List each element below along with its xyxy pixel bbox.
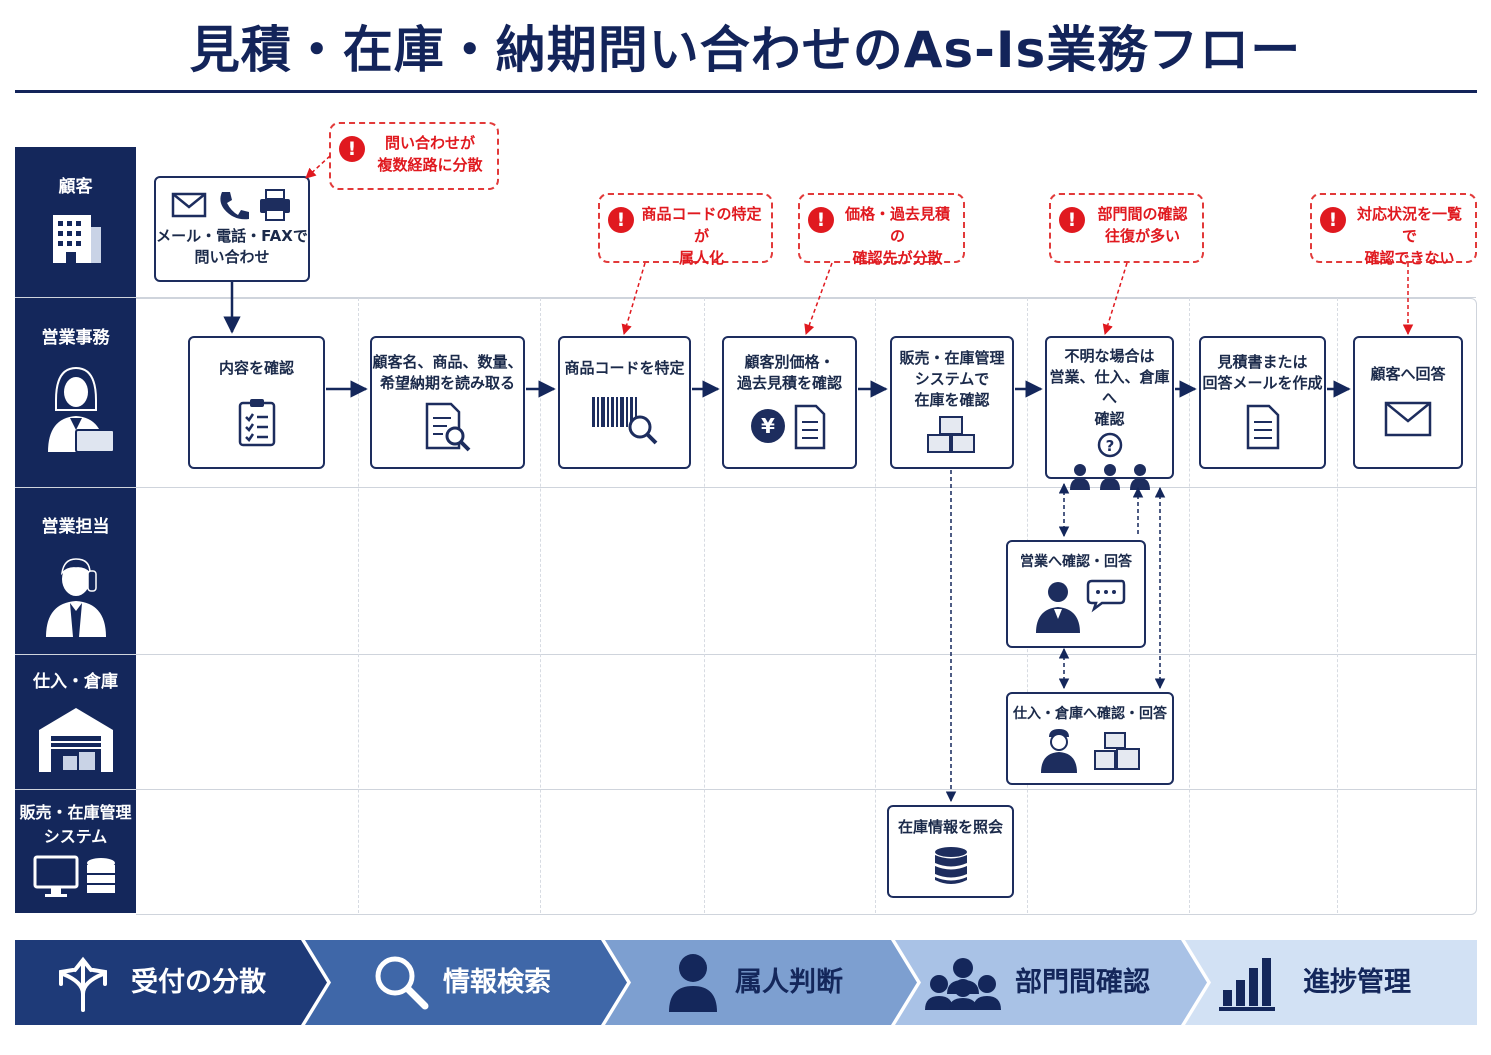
step-label: 営業へ確認・回答 — [1020, 554, 1132, 570]
step-stock-query: 在庫情報を照会 — [887, 805, 1014, 898]
warehouse-icon — [38, 708, 113, 772]
barcode-search-icon — [591, 397, 657, 445]
clipboard-checklist-icon — [238, 399, 275, 447]
lane-sales-admin: 営業事務 — [15, 298, 136, 487]
document-icon — [1246, 404, 1279, 450]
contact-channels-icon — [171, 189, 290, 221]
lane-system: 販売・在庫管理 システム — [15, 789, 136, 913]
column-guide — [875, 298, 876, 913]
lane-warehouse: 仕入・倉庫 — [15, 654, 136, 789]
swimlane-sidebar — [15, 147, 136, 913]
issue-text: 価格・過去見積の 確認先が分散 — [844, 205, 950, 267]
step-label: 販売・在庫管理 システムで 在庫を確認 — [899, 349, 1005, 409]
step-identify-code: 商品コードを特定 — [558, 336, 691, 469]
alert-icon: ! — [808, 207, 834, 233]
step-label: 仕入・倉庫へ確認・回答 — [1013, 706, 1167, 722]
issue-callout: ! 部門間の確認 往復が多い — [1049, 193, 1204, 263]
lane-label: 仕入・倉庫 — [33, 672, 118, 692]
column-guide — [704, 298, 705, 913]
building-icon — [52, 215, 101, 263]
column-guide — [1189, 298, 1190, 913]
alert-icon: ! — [1320, 207, 1346, 233]
issue-category-band: 受付の分散 情報検索 属人判断 部門間確認 進捗管理 — [15, 940, 1477, 1025]
issue-pointer — [1102, 262, 1128, 336]
lane-label: 顧客 — [58, 177, 93, 197]
swimlane-grid — [136, 298, 1477, 915]
issue-callout: ! 問い合わせが 複数経路に分散 — [329, 122, 499, 190]
lane-label: 営業担当 — [41, 517, 110, 537]
issue-callout: ! 価格・過去見積の 確認先が分散 — [798, 193, 965, 267]
category-label: 属人判断 — [735, 967, 843, 998]
step-warehouse-confirm: 仕入・倉庫へ確認・回答 — [1006, 692, 1174, 785]
title-divider — [15, 90, 1477, 93]
step-label: 見積書または 回答メールを作成 — [1202, 353, 1323, 392]
page-title: 見積・在庫・納期問い合わせのAs-Is業務フロー — [189, 21, 1302, 79]
category-label: 進捗管理 — [1303, 967, 1411, 998]
group-icon — [925, 958, 1001, 1010]
step-label: メール・電話・FAXで 問い合わせ — [156, 227, 308, 266]
alert-icon: ! — [339, 136, 365, 162]
computer-database-icon — [33, 855, 115, 897]
step-check-content: 内容を確認 — [188, 336, 325, 469]
lane-divider — [15, 297, 1476, 298]
database-icon — [934, 847, 967, 884]
issue-text: 商品コードの特定が 属人化 — [641, 205, 762, 267]
svg-text:?: ? — [1105, 437, 1114, 455]
mail-icon — [1384, 401, 1432, 437]
issue-pointer — [305, 155, 331, 179]
category-label: 部門間確認 — [1015, 967, 1150, 998]
sales-person-chat-icon — [1036, 579, 1126, 633]
bar-chart-icon — [1219, 958, 1275, 1011]
warehouse-worker-icon — [1041, 729, 1140, 773]
issue-text: 問い合わせが 複数経路に分散 — [377, 134, 483, 174]
step-label: 在庫情報を照会 — [897, 818, 1003, 836]
issue-callout: ! 対応状況を一覧で 確認できない — [1310, 193, 1477, 267]
svg-text:¥: ¥ — [761, 414, 775, 438]
lane-sales-rep: 営業担当 — [15, 487, 136, 654]
boxes-icon — [927, 416, 975, 453]
sales-rep-phone-icon — [45, 558, 106, 637]
category-1-shape — [15, 940, 327, 1025]
step-sales-confirm: 営業へ確認・回答 — [1006, 540, 1146, 648]
person-icon — [669, 954, 717, 1012]
lane-divider — [15, 789, 1476, 790]
step-label: 顧客へ回答 — [1370, 365, 1446, 383]
issue-text: 部門間の確認 往復が多い — [1097, 205, 1188, 245]
step-label: 顧客別価格・ 過去見積を確認 — [736, 353, 842, 392]
step-label: 不明な場合は 営業、仕入、倉庫へ 確認 — [1049, 347, 1170, 428]
step-check-price: 顧客別価格・ 過去見積を確認 ¥ — [722, 336, 857, 469]
category-label: 情報検索 — [443, 967, 551, 998]
alert-icon: ! — [608, 207, 634, 233]
magnifier-icon — [375, 956, 429, 1010]
step-check-stock: 販売・在庫管理 システムで 在庫を確認 — [890, 336, 1014, 469]
office-worker-icon — [47, 366, 115, 453]
issue-pointer — [804, 262, 833, 335]
lane-label: 営業事務 — [41, 328, 110, 348]
alert-icon: ! — [1059, 207, 1085, 233]
lane-divider — [15, 654, 1476, 655]
step-label: 内容を確認 — [218, 359, 294, 377]
step-create-quote: 見積書または 回答メールを作成 — [1199, 336, 1326, 469]
yen-document-icon: ¥ — [750, 404, 825, 450]
category-label: 受付の分散 — [131, 967, 266, 998]
step-inquiry: メール・電話・FAXで 問い合わせ — [154, 176, 310, 282]
column-guide — [1337, 298, 1338, 913]
document-search-icon — [425, 402, 470, 452]
issue-pointer — [621, 262, 646, 336]
step-reply-customer: 顧客へ回答 — [1353, 336, 1463, 469]
column-guide — [358, 298, 359, 913]
issue-text: 対応状況を一覧で 確認できない — [1356, 205, 1462, 267]
issue-callout: ! 商品コードの特定が 属人化 — [598, 193, 773, 267]
step-label: 商品コードを特定 — [564, 359, 685, 377]
column-guide — [540, 298, 541, 913]
lane-label: 販売・在庫管理 システム — [19, 803, 132, 846]
step-label: 顧客名、商品、数量、 希望納期を読み取る — [372, 353, 523, 392]
lane-customer: 顧客 — [15, 147, 136, 297]
lane-divider — [15, 487, 1476, 488]
split-arrows-icon — [59, 956, 107, 1012]
step-read-details: 顧客名、商品、数量、 希望納期を読み取る — [370, 336, 525, 469]
